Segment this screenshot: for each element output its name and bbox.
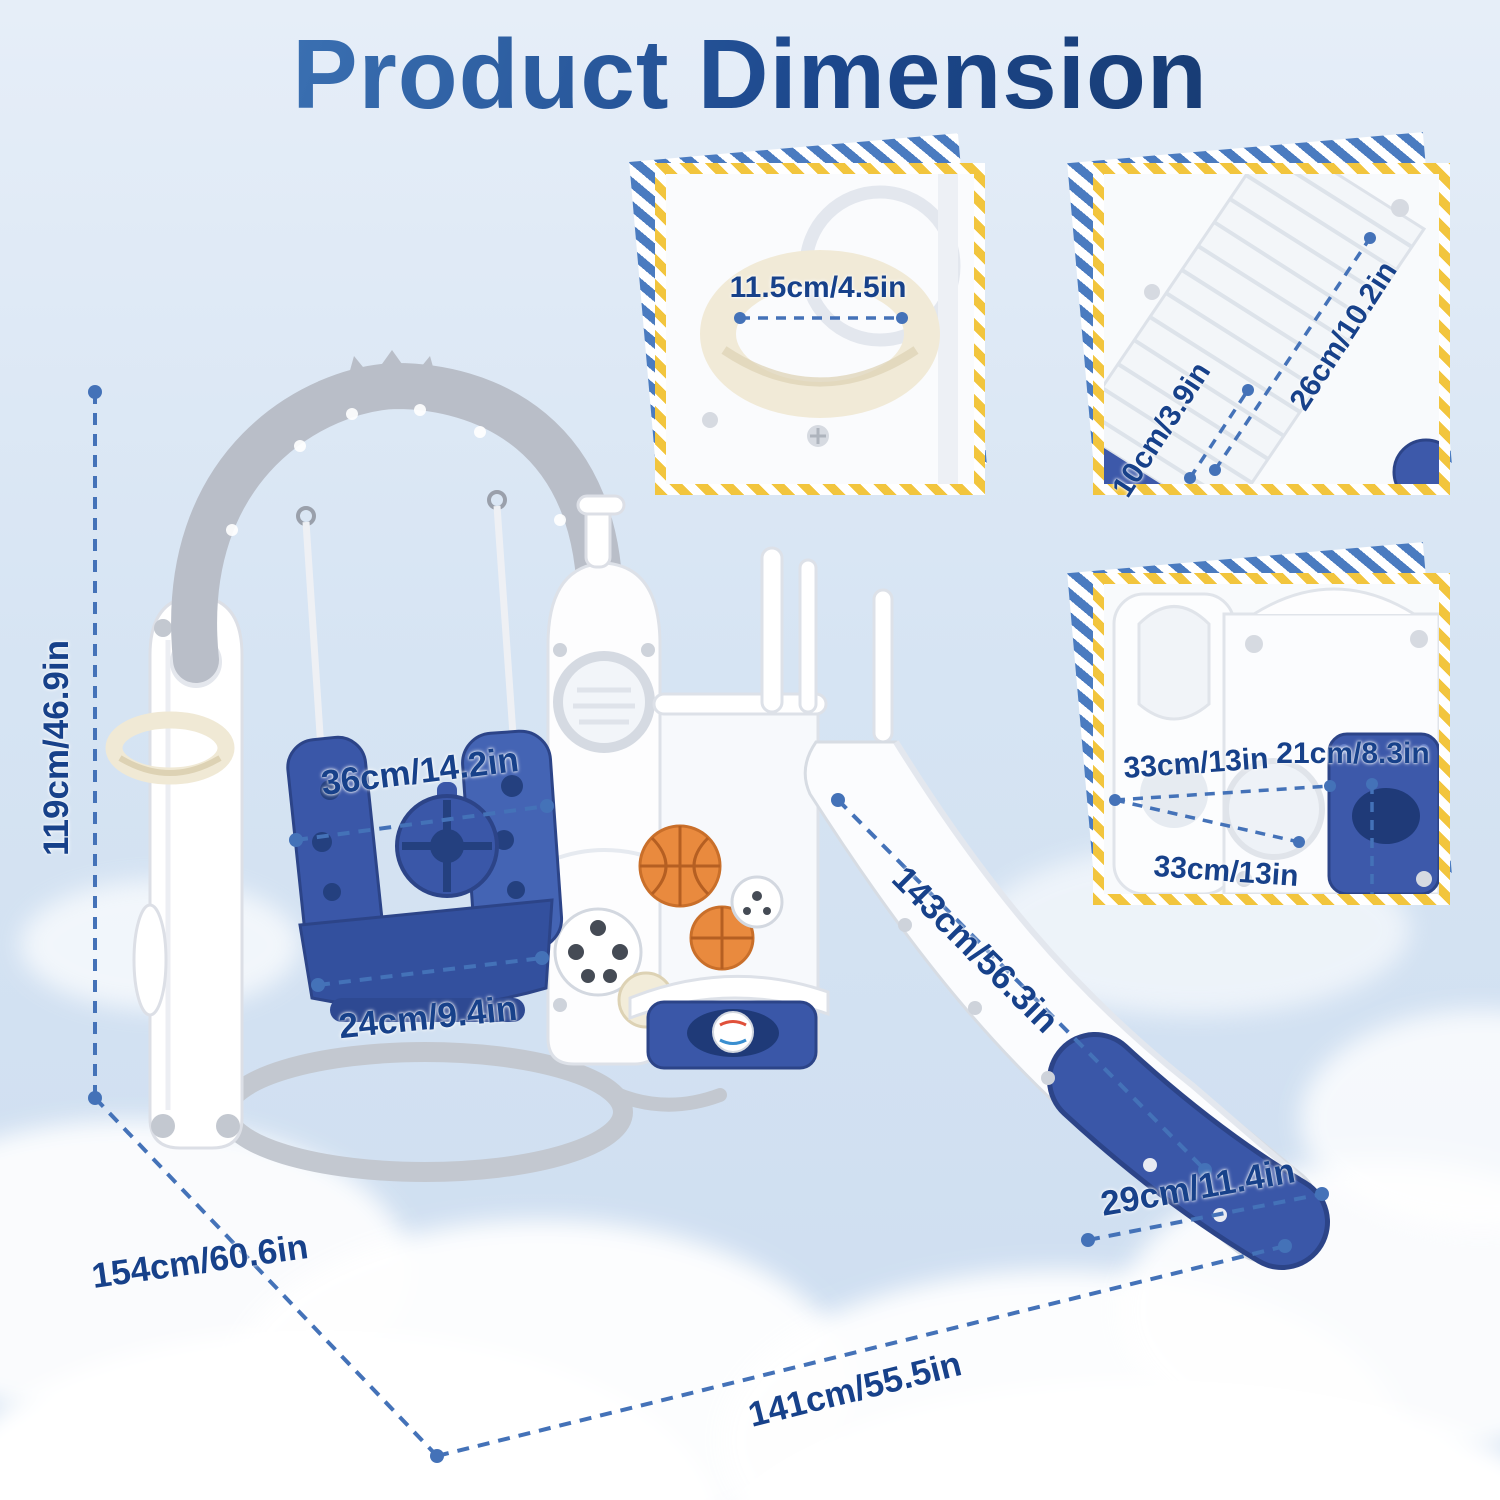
dim-height-label: 119cm/46.9in <box>37 640 76 856</box>
swing-arch <box>171 350 624 683</box>
dim-panel-height-label: 21cm/8.3in <box>1276 737 1430 770</box>
base-ring <box>217 1042 727 1182</box>
balls <box>553 824 784 1029</box>
dimension-dots <box>88 385 1329 1463</box>
basketball-hoop-icon <box>105 711 235 785</box>
hoop-ring-illustration <box>666 174 974 484</box>
page-title: Product Dimension <box>0 18 1500 131</box>
inset-ladder-detail: 26cm/10.2in 10cm/3.9in <box>1067 132 1452 503</box>
inset-panel-detail: 33cm/13in 21cm/8.3in 33cm/13in <box>1067 542 1452 905</box>
dimension-lines <box>93 392 1323 1458</box>
panel-illustration <box>1104 584 1439 894</box>
ladder-illustration <box>1104 174 1439 484</box>
dim-hoop-diameter-label: 11.5cm/4.5in <box>729 271 907 304</box>
inset-hoop-detail: 11.5cm/4.5in <box>629 133 987 495</box>
slide <box>803 740 1330 1270</box>
ball-bin <box>628 974 830 1070</box>
